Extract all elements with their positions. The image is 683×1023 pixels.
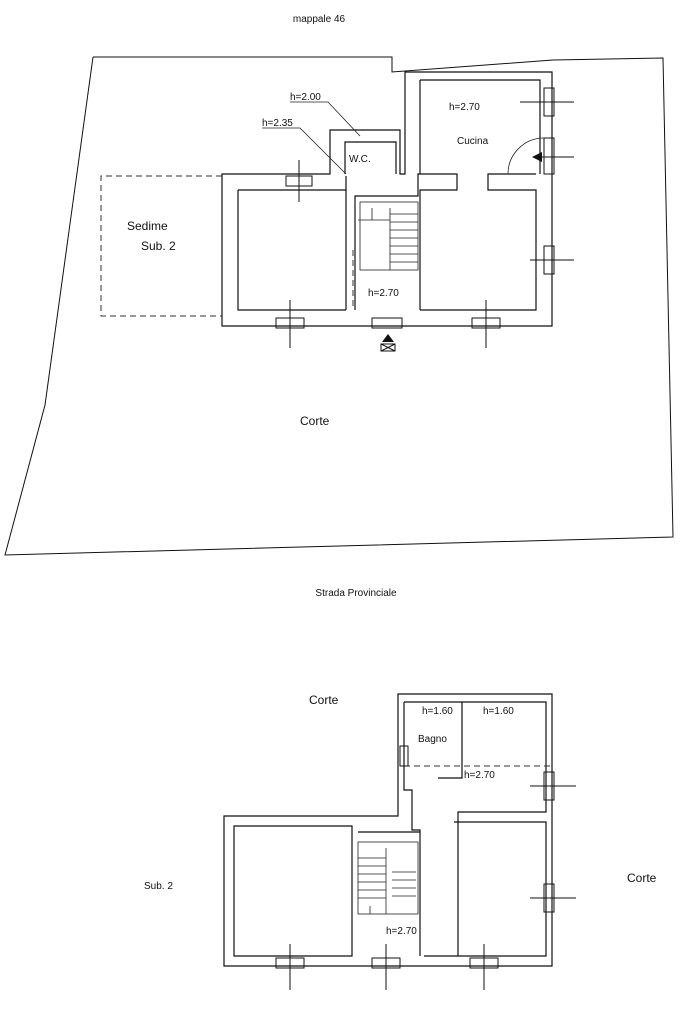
height-cucina: h=2.70 [449, 102, 480, 113]
top-windows [275, 87, 574, 348]
leader-h235 [262, 127, 347, 175]
sedime-label: Sedime [127, 219, 168, 233]
upper-floor-wall-inner [233, 701, 547, 957]
stair-outline [359, 201, 419, 271]
upper-stair-treads [358, 848, 416, 914]
wc-label: W.C. [349, 154, 371, 165]
height-bagno: h=1.60 [422, 706, 453, 717]
building-wall-outer [221, 71, 553, 327]
corte-top-label: Corte [309, 693, 339, 707]
height-main-top: h=2.70 [368, 288, 399, 299]
building-wall-inner [237, 79, 541, 311]
corte-right-label: Corte [627, 871, 657, 885]
parcel-label: mappale 46 [293, 14, 346, 25]
entrance-arrow [532, 152, 574, 162]
height-main-bottom: h=2.70 [386, 926, 417, 937]
height-mid: h=2.70 [464, 770, 495, 781]
upper-stair-outline [357, 841, 419, 915]
stair-treads [358, 208, 418, 270]
corte-label: Corte [300, 414, 330, 428]
kitchen-door-swing [507, 137, 545, 175]
entrance-marker [380, 334, 396, 352]
leader-h200 [290, 101, 361, 137]
upper-floor-wall-outer [223, 693, 553, 967]
bagno-label: Bagno [418, 734, 447, 745]
bottom-windows [275, 745, 576, 990]
sedime-dashed-outline [100, 175, 222, 317]
height-stair: h=2.35 [262, 118, 293, 129]
sub2-label: Sub. 2 [144, 881, 173, 892]
height-room-right: h=1.60 [483, 706, 514, 717]
courtyard-boundary [4, 56, 674, 556]
height-wc: h=2.00 [290, 92, 321, 103]
cucina-label: Cucina [457, 136, 489, 147]
sedime-sub-label: Sub. 2 [141, 239, 176, 253]
road-label: Strada Provinciale [315, 588, 397, 599]
